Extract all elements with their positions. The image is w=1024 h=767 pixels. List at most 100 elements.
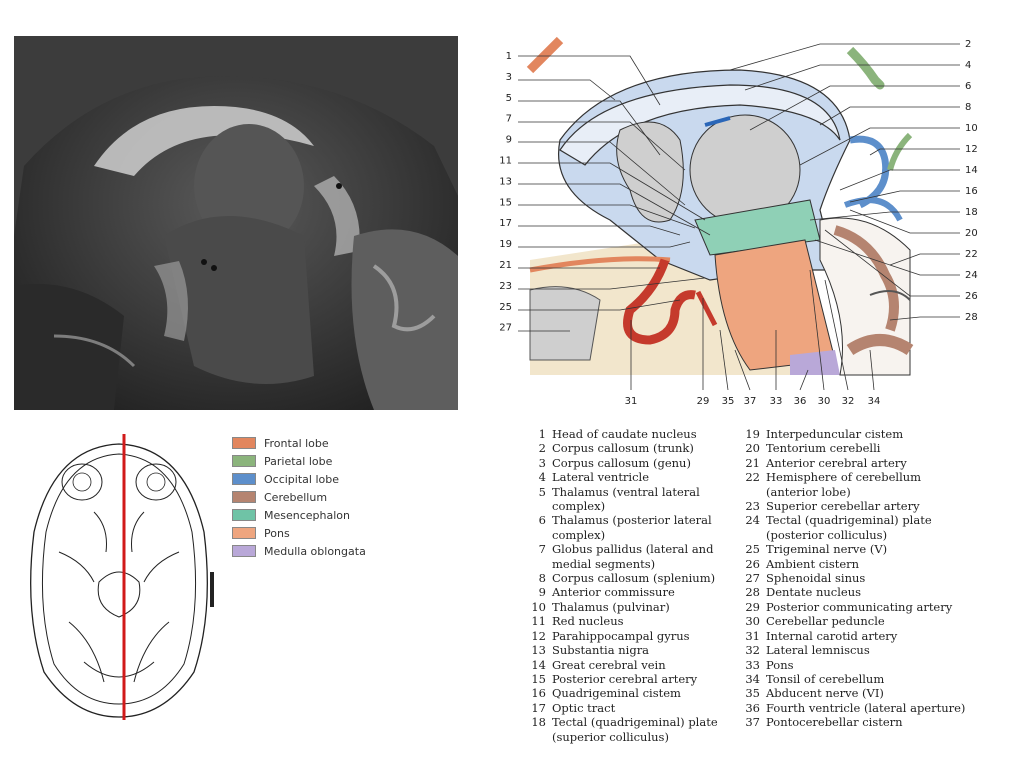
diagram-number-label: 29 xyxy=(697,396,710,407)
diagram-number-label: 2 xyxy=(965,39,971,50)
frontal-lobe xyxy=(526,36,564,74)
key-number: 1 xyxy=(538,427,546,441)
key-text: Thalamus (ventral lateral complex) xyxy=(552,484,700,514)
key-entry: 13 Substantia nigra xyxy=(528,643,728,657)
key-text: Superior cerebellar artery xyxy=(766,499,920,514)
legend-label: Cerebellum xyxy=(264,490,328,504)
diagram-number-label: 18 xyxy=(965,207,978,218)
key-number: 29 xyxy=(745,599,760,614)
key-number: 33 xyxy=(745,657,760,672)
right-eye-outline xyxy=(135,463,177,501)
diagram-number-label: 20 xyxy=(965,228,978,239)
legend-item: Occipital lobe xyxy=(232,470,432,488)
legend-swatch xyxy=(232,473,256,485)
key-text: Globus pallidus (lateral and medial segm… xyxy=(552,542,714,571)
pons xyxy=(714,239,836,371)
key-text: Fourth ventricle (lateral aperture) xyxy=(766,700,966,715)
key-number: 10 xyxy=(531,599,546,614)
diagram-number-label: 16 xyxy=(965,186,978,197)
key-number: 28 xyxy=(745,585,760,600)
tonsil xyxy=(846,334,914,356)
legend-label: Pons xyxy=(264,526,290,540)
key-text: Ambient cistern xyxy=(766,556,860,571)
key-number: 6 xyxy=(538,513,546,528)
key-text: Thalamus (pulvinar) xyxy=(552,599,670,614)
key-number: 15 xyxy=(531,671,546,686)
key-text: Corpus callosum (trunk) xyxy=(552,441,694,456)
key-text: Corpus callosum (genu) xyxy=(552,455,691,470)
key-number: 25 xyxy=(745,542,760,557)
legend-item: Cerebellum xyxy=(232,488,432,506)
diagram-number-label: 31 xyxy=(625,396,638,407)
key-number: 3 xyxy=(538,455,546,470)
legend-item: Parietal lobe xyxy=(232,452,432,470)
diagram-number-label: 33 xyxy=(770,396,783,407)
key-text: Tentorium cerebelli xyxy=(766,441,881,456)
key-number: 30 xyxy=(745,614,760,629)
legend-item: Mesencephalon xyxy=(232,506,432,524)
diagram-number-label: 15 xyxy=(499,197,512,208)
cerebellum-hemisphere xyxy=(833,225,899,332)
brainstem-outline xyxy=(97,571,141,618)
key-text: Tonsil of cerebellum xyxy=(766,671,885,686)
key-text: Parahippocampal gyrus xyxy=(552,628,690,643)
key-text: Pons xyxy=(766,657,794,672)
key-text: Lateral lemniscus xyxy=(766,643,870,658)
key-number: 20 xyxy=(745,441,760,456)
key-text: Quadrigeminal cistem xyxy=(552,686,681,701)
key-number: 22 xyxy=(745,470,760,485)
legend-swatch xyxy=(232,455,256,467)
key-number: 2 xyxy=(538,441,546,456)
diagram-number-label: 19 xyxy=(499,239,512,250)
legend-item: Medulla oblongata xyxy=(232,542,432,560)
brain-outline xyxy=(41,453,197,705)
key-text: Head of caudate nucleus xyxy=(552,427,697,441)
legend-swatch xyxy=(232,437,256,449)
lateral-ventricle xyxy=(704,116,731,127)
key-text: Substantia nigra xyxy=(552,643,650,658)
parietal-lobe xyxy=(846,46,885,90)
key-number: 13 xyxy=(531,643,546,658)
legend-label: Mesencephalon xyxy=(264,508,350,522)
diagram-number-label: 35 xyxy=(722,396,735,407)
key-entry: 1 Head of caudate nucleus xyxy=(528,427,728,441)
skull-outline xyxy=(30,443,208,718)
key-text: Abducent nerve (VI) xyxy=(766,686,884,701)
key-number: 12 xyxy=(531,628,546,643)
key-text: Anterior commissure xyxy=(552,585,675,600)
key-entry: 2 Corpus callosum (trunk) xyxy=(528,441,728,455)
axial-section-sketch xyxy=(30,434,214,720)
diagram-number-label: 36 xyxy=(794,396,807,407)
legend-label: Frontal lobe xyxy=(264,436,329,450)
diagram-number-label: 4 xyxy=(965,60,971,71)
key-text: Red nucleus xyxy=(552,614,624,629)
sphenoidal-sinus xyxy=(529,286,601,361)
key-entry: 33 Pons xyxy=(742,658,972,672)
key-text: Thalamus (posterior lateral complex) xyxy=(552,513,712,542)
mri-sagittal-image xyxy=(14,36,458,410)
key-number: 14 xyxy=(531,657,546,672)
key-number: 17 xyxy=(531,700,546,715)
key-text: Hemisphere of cerebellum (anterior lobe) xyxy=(766,470,922,499)
diagram-number-label: 9 xyxy=(506,135,512,146)
